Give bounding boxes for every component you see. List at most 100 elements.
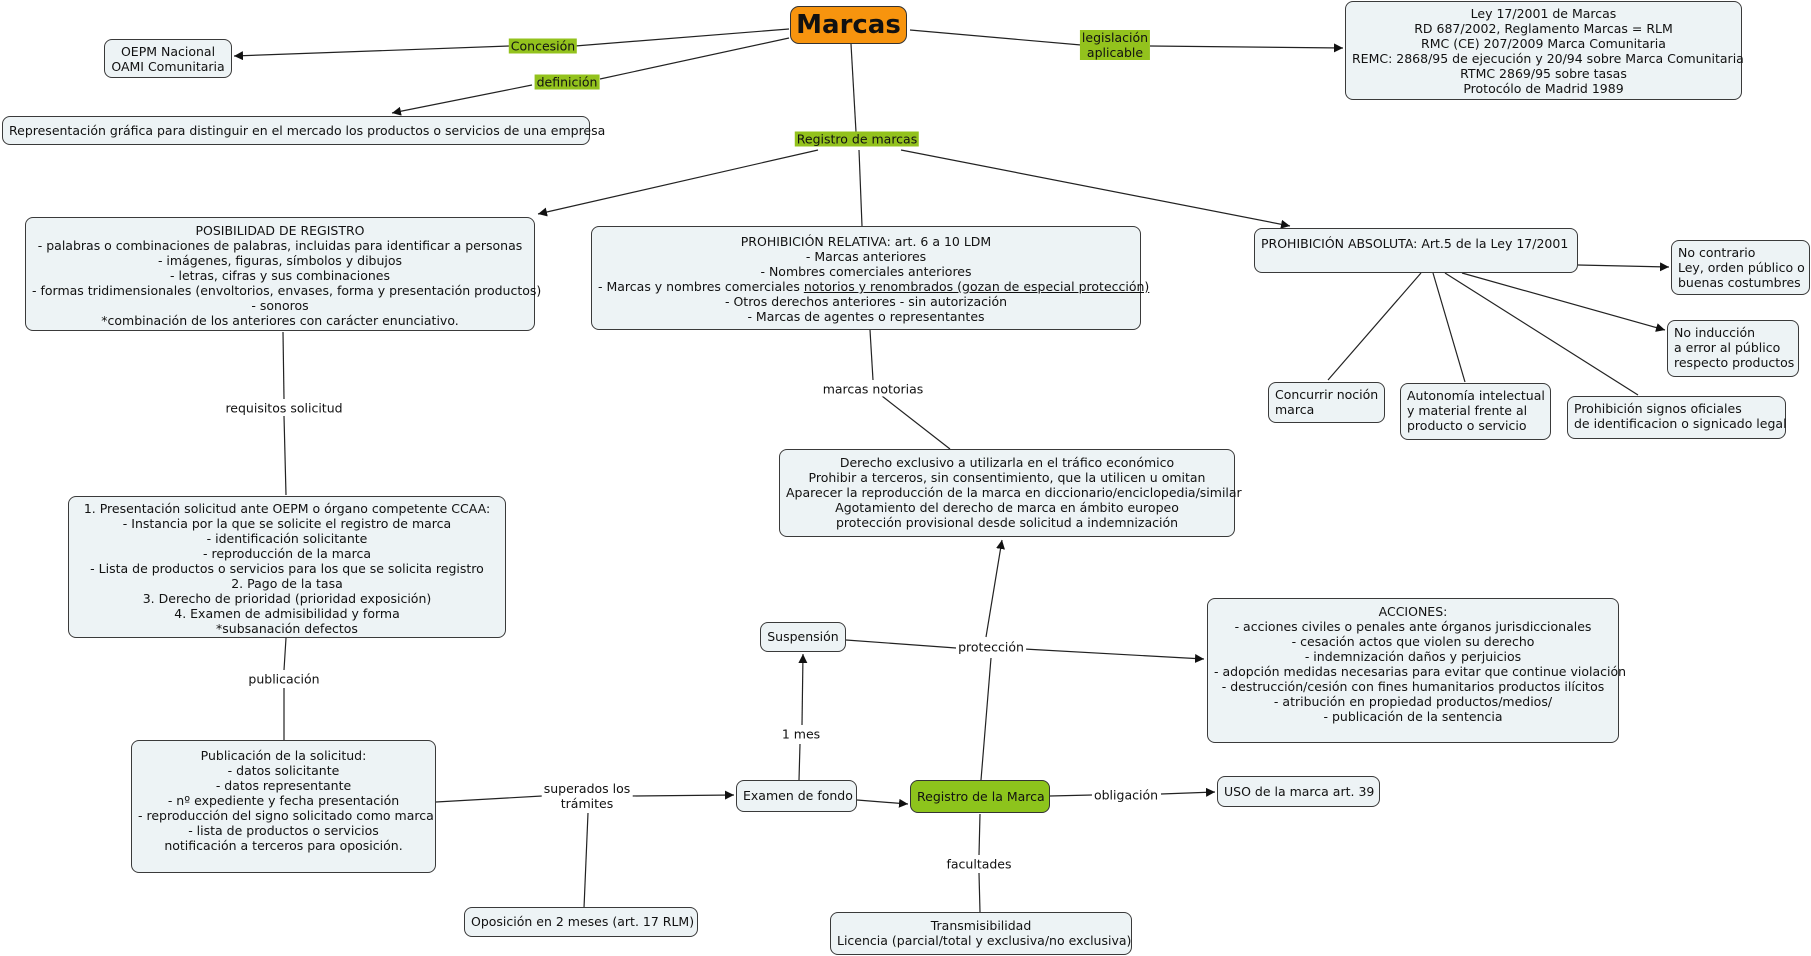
node-presentacion-solicitud-line: *subsanación defectos — [216, 621, 358, 636]
node-uso-marca-line: USO de la marca art. 39 — [1224, 784, 1375, 799]
node-oposicion[interactable]: Oposición en 2 meses (art. 17 RLM) — [464, 907, 698, 937]
node-acciones-line: - adopción medidas necesarias para evita… — [1214, 664, 1627, 679]
line-registro-relativa — [858, 149, 863, 227]
relativa-line: - Nombres comerciales anteriores — [760, 264, 972, 279]
node-publicacion-solicitud-line: - datos representante — [215, 778, 352, 793]
label-proteccion-line: protección — [958, 639, 1024, 655]
node-registro-marca[interactable]: Registro de la Marca — [910, 780, 1050, 813]
line-registromarca-proteccion — [980, 657, 992, 781]
node-oepm-line: OAMI Comunitaria — [111, 59, 225, 74]
label-facultades: facultades — [944, 856, 1014, 872]
node-derecho-exclusivo[interactable]: Derecho exclusivo a utilizarla en el trá… — [779, 449, 1242, 537]
node-posibilidad-registro-line: *combinación de los anteriores con carác… — [101, 313, 459, 328]
node-presentacion-solicitud-line: - identificación solicitante — [206, 531, 368, 546]
node-presentacion-solicitud[interactable]: 1. Presentación solicitud ante OEPM o ór… — [68, 496, 506, 638]
node-examen-fondo-line: Examen de fondo — [743, 788, 853, 803]
label-superados-tramites-line: trámites — [560, 796, 614, 811]
node-publicacion-solicitud[interactable]: Publicación de la solicitud:- datos soli… — [131, 740, 436, 873]
line-examen-1mes — [798, 743, 801, 781]
label-1-mes-line: 1 mes — [781, 726, 821, 742]
node-no-induccion-line: No inducción — [1674, 325, 1756, 340]
node-acciones-line: - acciones civiles o penales ante órgano… — [1234, 619, 1592, 634]
node-derecho-exclusivo-line: protección provisional desde solicitud a… — [835, 515, 1179, 530]
label-marcas-notorias-line: marcas notorias — [822, 381, 924, 397]
label-legislacion-aplicable-line: aplicable — [1086, 45, 1144, 60]
line-definicion-representacion — [391, 84, 533, 116]
node-uso-marca[interactable]: USO de la marca art. 39 — [1217, 776, 1380, 807]
node-autonomia-line: y material frente al — [1407, 403, 1528, 418]
node-oepm-line: OEPM Nacional — [120, 44, 216, 59]
node-publicacion-solicitud-line: - nº expediente y fecha presentación — [167, 793, 400, 808]
node-suspension[interactable]: Suspensión — [760, 622, 846, 652]
node-oposicion-line: Oposición en 2 meses (art. 17 RLM) — [471, 914, 695, 929]
node-autonomia-line: Autonomía intelectual — [1407, 388, 1545, 403]
line-concesion-oepm — [233, 45, 511, 61]
label-facultades-line: facultades — [946, 856, 1012, 872]
node-acciones-line: - atribución en propiedad productos/medi… — [1273, 694, 1553, 709]
line-publicacionsol-superados — [435, 795, 543, 803]
node-publicacion-solicitud-line: notificación a terceros para oposición. — [164, 838, 403, 853]
node-acciones-line: ACCIONES: — [1378, 604, 1448, 619]
label-concesion-line: Concesión — [510, 38, 576, 54]
node-prohibicion-absoluta[interactable]: PROHIBICIÓN ABSOLUTA: Art.5 de la Ley 17… — [1254, 228, 1578, 273]
node-legislacion-line: RMC (CE) 207/2009 Marca Comunitaria — [1421, 36, 1666, 51]
relativa-underlined-text: notorios y renombrados (gozan de especia… — [803, 279, 1150, 294]
line-proteccion-acciones — [1023, 648, 1205, 663]
node-representacion[interactable]: Representación gráfica para distinguir e… — [2, 116, 606, 145]
line-relativa-notorias — [869, 329, 874, 381]
node-presentacion-solicitud-line: 2. Pago de la tasa — [231, 576, 343, 591]
node-registro-marca-line: Registro de la Marca — [917, 789, 1045, 804]
node-examen-fondo[interactable]: Examen de fondo — [736, 780, 857, 812]
node-presentacion-solicitud-line: 4. Examen de admisibilidad y forma — [174, 606, 400, 621]
line-marcas-registro — [850, 43, 857, 133]
node-representacion-line: Representación gráfica para distinguir e… — [9, 123, 606, 138]
line-presentacion-publicacion — [283, 637, 287, 671]
node-publicacion-solicitud-line: - datos solicitante — [227, 763, 340, 778]
label-requisitos-solicitud: requisitos solicitud — [223, 400, 345, 416]
node-prohibicion-absoluta-line: PROHIBICIÓN ABSOLUTA: Art.5 de la Ley 17… — [1261, 236, 1569, 251]
relativa-line: - Marcas anteriores — [805, 249, 927, 264]
node-presentacion-solicitud-line: 1. Presentación solicitud ante OEPM o ór… — [83, 501, 491, 516]
label-definicion: definición — [534, 74, 600, 90]
node-derecho-exclusivo-line: Prohibir a terceros, sin consentimiento,… — [808, 470, 1206, 485]
node-legislacion-line: REMC: 2868/95 de ejecución y 20/94 sobre… — [1352, 51, 1744, 66]
node-acciones[interactable]: ACCIONES:- acciones civiles o penales an… — [1207, 598, 1627, 743]
node-no-induccion-line: respecto productos — [1674, 355, 1795, 370]
node-prohibicion-relativa[interactable]: PROHIBICIÓN RELATIVA: art. 6 a 10 LDM- M… — [591, 226, 1149, 330]
relativa-line-text: - Marcas y nombres comerciales — [598, 279, 804, 294]
node-no-contrario-line: No contrario — [1678, 245, 1756, 260]
label-proteccion: protección — [956, 639, 1026, 655]
node-posibilidad-registro[interactable]: POSIBILIDAD DE REGISTRO- palabras o comb… — [25, 217, 542, 331]
node-publicacion-solicitud-line: Publicación de la solicitud: — [200, 748, 367, 763]
node-posibilidad-registro-line: - imágenes, figuras, símbolos y dibujos — [157, 253, 403, 268]
node-acciones-line: - indemnización daños y perjuicios — [1304, 649, 1522, 664]
node-posibilidad-registro-line: - formas tridimensionales (envoltorios, … — [32, 283, 542, 298]
node-marcas[interactable]: Marcas — [790, 6, 907, 44]
node-autonomia-line: producto o servicio — [1407, 418, 1527, 433]
line-marcas-definicion — [599, 37, 790, 80]
node-publicacion-solicitud-line: - reproducción del signo solicitado como… — [138, 808, 434, 823]
line-absoluta-nocontrario — [1577, 262, 1670, 272]
line-1mes-suspension — [798, 653, 808, 726]
node-legislacion-line: Ley 17/2001 de Marcas — [1470, 6, 1617, 21]
line-superados-examen — [631, 790, 735, 800]
node-derecho-exclusivo-line: Derecho exclusivo a utilizarla en el trá… — [839, 455, 1175, 470]
relativa-line: - Marcas de agentes o representantes — [747, 309, 985, 324]
label-superados-tramites-line: superados los — [543, 781, 631, 796]
node-no-contrario-line: buenas costumbres — [1678, 275, 1801, 290]
label-publicacion: publicación — [246, 671, 322, 687]
line-facultades-transmisibilidad — [978, 872, 981, 913]
label-obligacion: obligación — [1091, 787, 1161, 803]
node-marcas-line: Marcas — [796, 10, 901, 40]
node-legislacion-line: RD 687/2002, Reglamento Marcas = RLM — [1414, 21, 1673, 36]
